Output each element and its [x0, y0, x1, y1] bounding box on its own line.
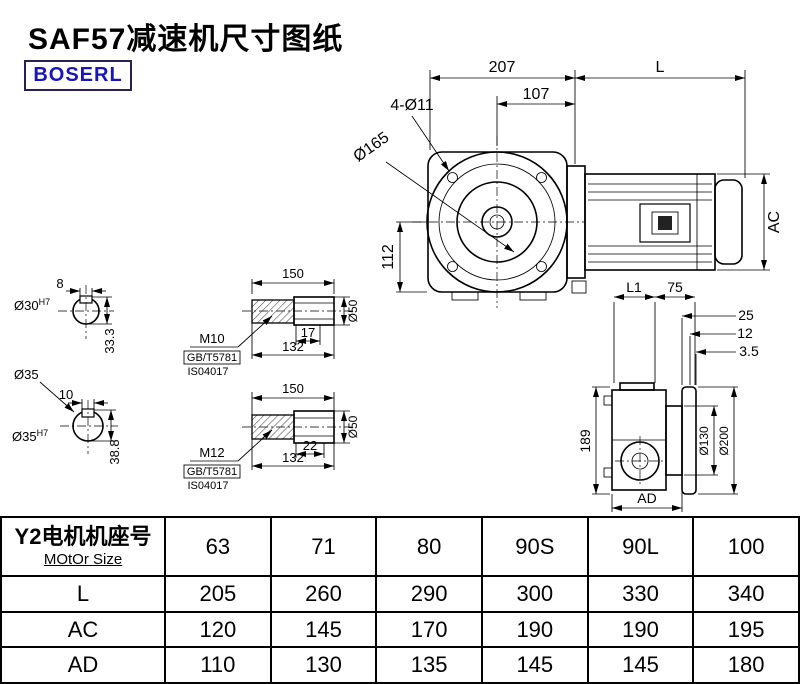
table-cell: 340 [692, 575, 800, 613]
motor-size-table: Y2电机机座号 MOtOr Size 63 71 80 90S 90L 100 … [0, 515, 800, 684]
table-cell: 63 [164, 515, 272, 578]
label-iso4017-b: IS04017 [188, 480, 229, 492]
bore-tolerance: H7 [39, 297, 51, 307]
dim-132-a: 132 [282, 339, 304, 354]
dim-4xO11: 4-Ø11 [390, 97, 433, 114]
mount-hole [447, 172, 458, 183]
table-cell: 170 [375, 610, 483, 649]
table-header-motor-size: Y2电机机座号 MOtOr Size [0, 515, 166, 578]
technical-drawing: 207 L 107 4-Ø11 Ø165 112 AC 8 Ø30H7 33.3… [12, 59, 783, 512]
table-cell: 135 [375, 646, 483, 684]
dim-L: L [656, 59, 665, 76]
table-cell: 205 [164, 575, 272, 613]
table-cell: 330 [586, 575, 695, 613]
table-cell: 290 [375, 575, 483, 613]
label-M12: M12 [199, 445, 224, 460]
bore-tolerance: H7 [37, 428, 49, 438]
dim-150-b: 150 [282, 381, 304, 396]
table-cell: 260 [269, 575, 378, 613]
table-row-AD: AD 110 130 135 145 145 180 [0, 646, 800, 684]
dim-22: 22 [303, 438, 317, 453]
dim-107: 107 [523, 86, 550, 103]
dim-bore-O30H7: Ø30H7 [14, 297, 50, 313]
dimension-lines [104, 75, 767, 511]
table-cell: 130 [269, 646, 378, 684]
dim-75: 75 [667, 279, 683, 295]
dim-25: 25 [738, 307, 754, 323]
dim-key-width-8: 8 [56, 276, 63, 291]
front-view [412, 136, 584, 308]
leader-lines [39, 115, 736, 462]
table-cell: 80 [375, 515, 483, 578]
table-cell: 300 [480, 575, 589, 613]
dim-17: 17 [301, 325, 315, 340]
table-cell: 120 [164, 610, 272, 649]
table-cell: 145 [480, 646, 589, 684]
table-cell: 71 [269, 515, 378, 578]
label-gb-t5781-a: GB/T5781 [187, 352, 237, 364]
dim-189: 189 [577, 429, 593, 453]
table-cell: 190 [586, 610, 695, 649]
threaded-section [251, 414, 295, 440]
row-label: L [0, 575, 166, 613]
dim-O165: Ø165 [351, 129, 393, 165]
dim-207: 207 [489, 59, 516, 76]
bore-value: Ø35 [12, 429, 37, 444]
label-M10: M10 [199, 331, 224, 346]
table-cell: 90L [586, 515, 695, 578]
mount-hole [536, 172, 547, 183]
dim-150-a: 150 [282, 266, 304, 281]
row-label: AD [0, 646, 166, 684]
dim-12: 12 [737, 325, 753, 341]
table-cell: 100 [692, 515, 800, 578]
dim-3-5: 3.5 [739, 343, 759, 359]
dim-AC: AC [766, 211, 783, 233]
dim-112: 112 [380, 244, 397, 270]
threaded-section [251, 299, 295, 324]
motor-size-label-en: MOtOr Size [43, 550, 123, 568]
dim-O130: Ø130 [697, 426, 711, 456]
table-row-header: Y2电机机座号 MOtOr Size 63 71 80 90S 90L 100 [0, 515, 800, 578]
dim-132-b: 132 [282, 450, 304, 465]
mount-hole [447, 261, 458, 272]
dim-O50-b: Ø50 [346, 415, 360, 438]
table-cell: 145 [586, 646, 695, 684]
drain-plug [571, 280, 587, 294]
dim-L1: L1 [626, 279, 642, 295]
motor-size-label-cn: Y2电机机座号 [14, 524, 152, 550]
side-view [603, 382, 697, 495]
table-cell: 190 [480, 610, 589, 649]
dim-38-8: 38.8 [107, 439, 122, 464]
dim-bore-O35H7: Ø35H7 [12, 428, 48, 444]
bore-value: Ø30 [14, 298, 39, 313]
table-cell: 195 [692, 610, 800, 649]
brand-logo: BOSERL [24, 60, 132, 91]
table-cell: 180 [692, 646, 800, 684]
dim-key-width-10: 10 [59, 387, 73, 402]
table-cell: 110 [164, 646, 272, 684]
table-cell: 145 [269, 610, 378, 649]
label-gb-t5781-b: GB/T5781 [187, 466, 237, 478]
brand-logo-text: BOSERL [33, 64, 123, 86]
dim-AD: AD [637, 490, 656, 506]
mount-hole [536, 261, 547, 272]
table-row-L: L 205 260 290 300 330 340 [0, 575, 800, 613]
motor-body [566, 165, 743, 294]
row-label: AC [0, 610, 166, 649]
dim-33-3: 33.3 [102, 328, 117, 353]
label-O35: Ø35 [14, 367, 39, 382]
shaft-section-a [58, 285, 352, 339]
page-title: SAF57减速机尺寸图纸 [28, 23, 344, 56]
dim-O50-a: Ø50 [346, 299, 360, 322]
dimension-labels: 207 L 107 4-Ø11 Ø165 112 AC 8 Ø30H7 33.3… [12, 59, 783, 506]
label-iso4017-a: IS04017 [188, 366, 229, 378]
dim-O200: Ø200 [717, 426, 731, 456]
table-row-AC: AC 120 145 170 190 190 195 [0, 610, 800, 649]
table-cell: 90S [480, 515, 589, 578]
